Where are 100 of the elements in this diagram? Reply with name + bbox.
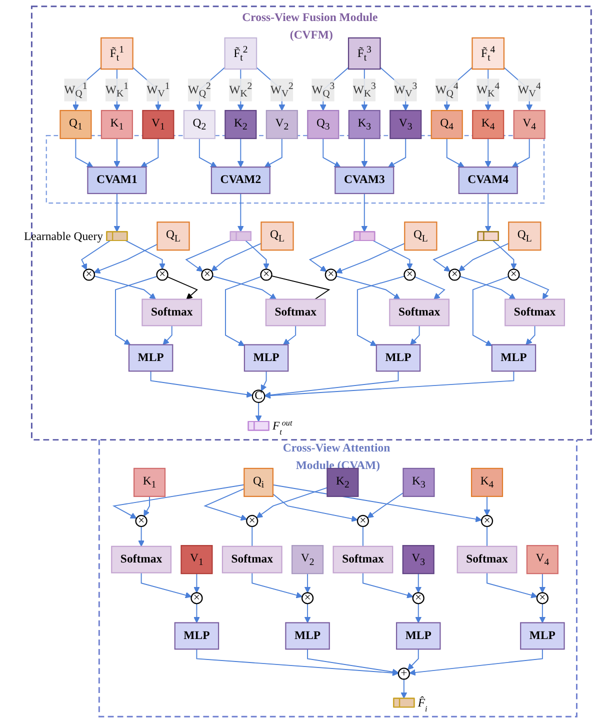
arrow (511, 138, 530, 168)
arrow (322, 138, 340, 168)
arrow (388, 138, 406, 168)
node-box: V$_{4}$ (526, 545, 558, 574)
arrow (525, 325, 535, 346)
arrow (224, 276, 262, 346)
node-box: Q$_{2}$ (182, 110, 215, 140)
arrow (256, 487, 328, 518)
arrow (319, 66, 348, 111)
arrow (304, 603, 310, 624)
node-circle: × (190, 592, 202, 604)
connector (270, 276, 330, 300)
node-circle: × (480, 514, 493, 528)
cluster (45, 135, 544, 204)
arrow (484, 193, 491, 232)
node-box: Q$_{4}$ (430, 110, 462, 140)
arrow (184, 240, 230, 272)
node-box: MLP (128, 344, 173, 372)
arrow (236, 68, 244, 111)
arrow (138, 526, 144, 547)
node-box: CVAM1 (86, 166, 146, 194)
node-box: Softmax (221, 546, 282, 574)
arrow (124, 240, 166, 270)
node-box: Softmax (504, 298, 564, 326)
node-box: K$_{2}$ (224, 110, 256, 140)
node-box: Q$_{L}$ (508, 222, 541, 251)
node-box: Softmax (110, 546, 171, 574)
arrow (472, 276, 509, 346)
arrow (93, 244, 158, 274)
arrow (335, 276, 400, 300)
arrow (251, 572, 302, 598)
node-box: V$_{1}$ (142, 110, 174, 140)
arrow (272, 484, 482, 522)
arrow (162, 325, 172, 346)
arrow (503, 66, 532, 111)
arrow (150, 370, 252, 398)
arrow (360, 138, 368, 168)
arrow (254, 402, 262, 422)
arrow (335, 242, 405, 274)
node-box: Q$_{3}$ (306, 110, 339, 140)
arrow (414, 276, 445, 300)
node-box: K$_{1}$ (100, 110, 132, 140)
node-box: MLP (284, 622, 330, 650)
arrow (166, 276, 198, 300)
arrow (379, 66, 408, 111)
arrow (192, 603, 200, 624)
node-circle: × (156, 268, 168, 281)
arrow (236, 138, 244, 168)
node-circle: × (356, 514, 368, 528)
arrow (113, 138, 120, 168)
arrow (432, 240, 478, 272)
arrow (410, 325, 420, 346)
arrow (458, 242, 509, 272)
node-box: V$_{2}$ (291, 545, 324, 574)
connector (486, 526, 487, 547)
arrow (264, 370, 398, 398)
arrow (372, 240, 412, 270)
node-circle: × (246, 514, 258, 528)
arrow (192, 573, 200, 593)
node-box: V$_{1}$ (180, 545, 212, 574)
arrow (236, 193, 244, 232)
node-box: V$_{4}$ (512, 110, 545, 140)
arrow (492, 240, 516, 270)
node-circle: × (200, 268, 213, 281)
arrow (212, 276, 276, 300)
arrow (140, 572, 192, 598)
node-circle: × (82, 268, 95, 281)
node-box: Softmax (332, 546, 393, 574)
node-circle: C (251, 390, 265, 403)
arrow (484, 138, 491, 168)
node-box: MLP (375, 344, 420, 372)
node-box: Softmax (264, 298, 326, 326)
arrow (143, 496, 150, 516)
arrow (256, 66, 285, 111)
node-box: Q$_{L}$ (404, 222, 437, 251)
arrow (360, 193, 368, 232)
arrow (113, 193, 120, 232)
arrow (140, 138, 158, 168)
node-circle: × (260, 268, 272, 281)
node-box: MLP (520, 622, 564, 650)
node-circle: × (324, 268, 336, 281)
arrow (538, 573, 546, 593)
node-circle: × (448, 268, 460, 281)
arrow (264, 370, 514, 399)
node-circle: × (300, 592, 314, 604)
node-box: V$_{2}$ (265, 110, 298, 140)
node-box: Softmax (456, 546, 517, 574)
arrow (408, 648, 542, 676)
arrow (196, 66, 225, 111)
arrow (112, 484, 244, 519)
node-box: K$_{3}$ (402, 468, 434, 497)
node-box: Q$_{1}$ (59, 110, 92, 140)
node-box: MLP (174, 622, 219, 650)
arrow (538, 603, 546, 624)
node-circle: × (403, 268, 416, 281)
arrow (406, 648, 418, 670)
node-box: MLP (490, 344, 536, 372)
arrow (360, 68, 368, 111)
arrow (366, 492, 404, 518)
arrow (518, 276, 549, 300)
